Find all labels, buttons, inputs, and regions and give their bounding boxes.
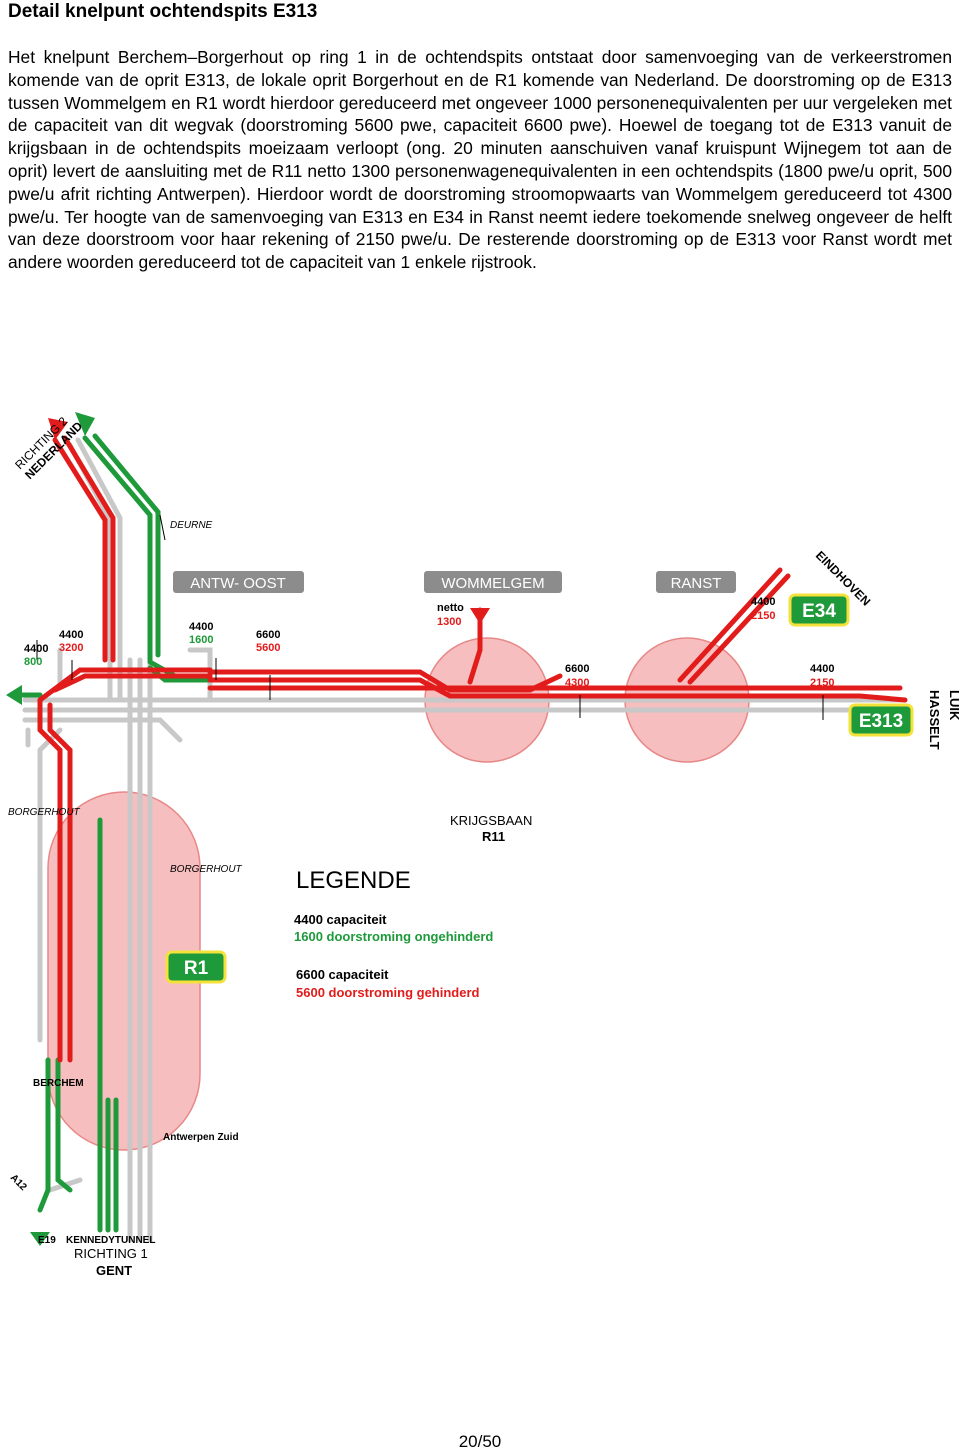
legend-1a: 4400 capaciteit [294, 912, 387, 927]
label-r11: R11 [482, 829, 505, 844]
legend-1b: 1600 doorstroming ongehinderd [294, 929, 493, 944]
value-4300: 4300 [565, 677, 589, 689]
congestion-zones [47, 637, 750, 1151]
value-6600-b: 6600 [565, 663, 589, 675]
badge-ranst: RANST [671, 575, 722, 592]
red-roads [37, 435, 908, 1063]
sign-r1: R1 [184, 958, 209, 979]
traffic-diagram: RICHTING 2 NEDERLAND DEURNE BORGERHOUT B… [6, 412, 960, 1278]
green-arrows [6, 412, 95, 1246]
page-title: Detail knelpunt ochtendspits E313 [8, 1, 318, 22]
value-1600: 1600 [189, 634, 213, 646]
page-number: 20/50 [458, 1432, 502, 1451]
label-berchem: BERCHEM [33, 1078, 84, 1089]
value-4400-e313: 4400 [810, 663, 834, 675]
value-netto: netto [437, 602, 464, 614]
sign-e313: E313 [859, 711, 903, 732]
value-4400-c: 4400 [189, 621, 213, 633]
legend-2b: 5600 doorstroming gehinderd [296, 985, 480, 1000]
legend-2a: 6600 capaciteit [296, 967, 389, 982]
body-paragraph: Het knelpunt Berchem–Borgerhout op ring … [8, 47, 952, 273]
label-luik: LUIK [947, 690, 960, 721]
r1-gradient [85, 917, 115, 1123]
red-arrows [48, 418, 490, 624]
value-6600-a: 6600 [256, 629, 280, 641]
label-a12: A12 [8, 1172, 29, 1193]
label-borgerhout-top: BORGERHOUT [8, 807, 81, 818]
label-antwerpen-zuid: Antwerpen Zuid [163, 1132, 239, 1143]
label-borgerhout-inner: BORGERHOUT [170, 864, 243, 875]
badge-wommelgem: WOMMELGEM [441, 575, 544, 592]
richting1-line2: GENT [96, 1263, 132, 1278]
arrow-left-green-icon [6, 685, 22, 705]
value-4400-e34: 4400 [751, 596, 775, 608]
value-4400-left: 4400 [24, 643, 48, 655]
grey-roads [22, 437, 908, 1243]
legend-title: LEGENDE [296, 867, 411, 894]
label-kennedytunnel: KENNEDYTUNNEL [66, 1235, 155, 1246]
value-3200: 3200 [59, 642, 83, 654]
value-5600: 5600 [256, 642, 280, 654]
value-2150-e313: 2150 [810, 677, 834, 689]
value-2150-e34: 2150 [751, 610, 775, 622]
arrow-up-red-icon [48, 418, 68, 440]
legend: LEGENDE 4400 capaciteit 1600 doorstromin… [294, 867, 493, 1000]
label-e19: E19 [38, 1235, 56, 1246]
value-4400-b: 4400 [59, 629, 83, 641]
arrow-down-green-icon [30, 1232, 50, 1246]
badge-antw-oost: ANTW- OOST [190, 575, 286, 592]
sign-e34: E34 [802, 601, 836, 622]
richting1-line1: RICHTING 1 [74, 1246, 148, 1261]
arrow-up-green-icon [75, 412, 95, 436]
tick-marks [36, 514, 824, 720]
road-signs: E34 E313 R1 [165, 593, 914, 984]
value-labels: 4400 800 4400 3200 4400 1600 6600 5600 n… [24, 596, 834, 689]
label-deurne: DEURNE [170, 520, 213, 531]
arrow-down-red-icon [470, 608, 490, 624]
label-krijgsbaan: KRIJGSBAAN [450, 813, 532, 828]
grey-badges: ANTW- OOST WOMMELGEM RANST [171, 569, 738, 595]
value-1300: 1300 [437, 616, 461, 628]
label-hasselt: HASSELT [927, 690, 942, 750]
value-800: 800 [24, 656, 42, 668]
